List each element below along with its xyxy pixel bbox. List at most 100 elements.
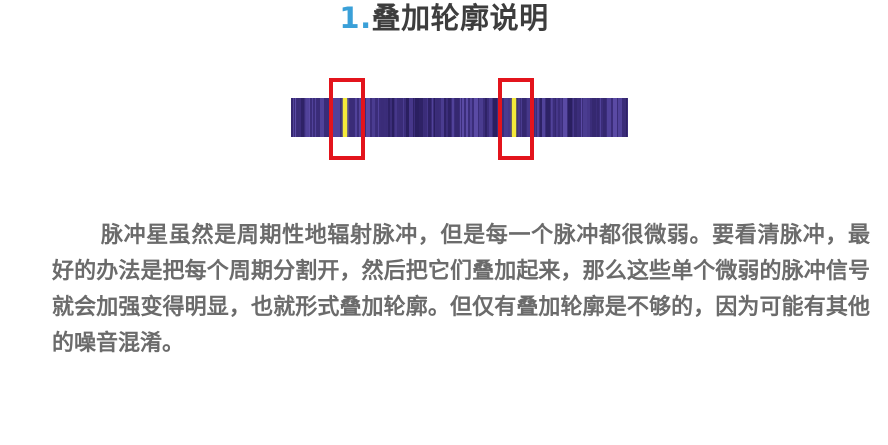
- noise-stripe: [546, 98, 550, 137]
- noise-stripe: [560, 98, 562, 137]
- noise-stripe: [413, 98, 414, 137]
- noise-stripe: [626, 98, 627, 137]
- noise-stripe: [333, 98, 337, 137]
- noise-stripe: [489, 98, 492, 137]
- noise-stripe: [452, 98, 454, 137]
- noise-stripe: [415, 98, 419, 137]
- noise-stripe: [355, 98, 357, 137]
- noise-stripe: [504, 98, 508, 137]
- noise-stripe: [350, 98, 354, 137]
- noise-stripe: [581, 98, 582, 137]
- noise-stripe: [381, 98, 384, 137]
- noise-stripe: [537, 98, 539, 137]
- noise-stripe: [359, 98, 361, 137]
- noise-stripe: [406, 98, 409, 137]
- noise-stripe: [432, 98, 433, 137]
- noise-stripe: [551, 98, 552, 137]
- noise-stripe: [403, 98, 404, 137]
- noise-stripe: [427, 98, 428, 137]
- pulse-stripe-2: [512, 98, 516, 137]
- noise-stripe: [579, 98, 581, 137]
- noise-stripe: [583, 98, 587, 137]
- body-paragraph: 脉冲星虽然是周期性地辐射脉冲，但是每一个脉冲都很微弱。要看清脉冲，最好的办法是把…: [52, 223, 870, 356]
- noise-stripe: [448, 98, 449, 137]
- noise-stripe: [366, 98, 370, 137]
- section-title: 叠加轮廓说明: [371, 1, 549, 35]
- noise-stripe: [622, 98, 626, 137]
- noise-stripe: [470, 98, 472, 137]
- noise-stripe: [315, 98, 316, 137]
- noise-stripe: [386, 98, 387, 137]
- pulse-stripe-1: [343, 98, 347, 137]
- noise-stripe: [568, 98, 572, 137]
- noise-stripe: [378, 98, 379, 137]
- noise-stripe: [540, 98, 542, 137]
- noise-stripe: [552, 98, 553, 137]
- noise-stripe: [434, 98, 435, 137]
- noise-stripe: [392, 98, 394, 137]
- noise-stripe: [607, 98, 610, 137]
- noise-stripe: [527, 98, 531, 137]
- noise-stripe: [618, 98, 622, 137]
- noise-stripe: [320, 98, 324, 137]
- noise-stripe: [587, 98, 590, 137]
- pulse-strip-figure: [291, 78, 628, 160]
- noise-stripe: [514, 98, 518, 137]
- noise-stripe: [295, 98, 296, 137]
- noise-stripe: [421, 98, 423, 137]
- noise-stripe: [337, 98, 340, 137]
- noise-stripe: [493, 98, 497, 137]
- noise-stripe: [455, 98, 459, 137]
- noise-stripe: [424, 98, 425, 137]
- noise-stripe: [293, 98, 294, 137]
- noise-stripe: [301, 98, 304, 137]
- noise-stripe: [521, 98, 522, 137]
- noise-stripe: [376, 98, 377, 137]
- noise-stripe: [555, 98, 556, 137]
- noise-stripe: [306, 98, 309, 137]
- noise-stripe: [535, 98, 536, 137]
- noise-stripe: [312, 98, 313, 137]
- noise-stripe: [610, 98, 611, 137]
- noise-stripe: [592, 98, 596, 137]
- noise-stripe: [297, 98, 299, 137]
- noise-stripe: [399, 98, 403, 137]
- noise-stripe: [291, 98, 293, 137]
- noise-stripe: [613, 98, 617, 137]
- noise-stripe: [466, 98, 468, 137]
- noise-stripe: [372, 98, 375, 137]
- pulse-highlight-box-2: [498, 78, 534, 160]
- noise-stripe: [409, 98, 413, 137]
- noise-stripe: [508, 98, 511, 137]
- noise-stripe: [563, 98, 567, 137]
- noise-stripe: [462, 98, 464, 137]
- noise-stripe: [479, 98, 483, 137]
- noise-stripe: [603, 98, 606, 137]
- noise-stripe: [347, 98, 349, 137]
- pulse-highlight-box-1: [329, 78, 365, 160]
- noise-stripe: [597, 98, 599, 137]
- noise-stripe: [460, 98, 461, 137]
- section-heading: 1.叠加轮廓说明: [0, 0, 888, 36]
- noise-stripe: [428, 98, 431, 137]
- noise-stripe: [542, 98, 545, 137]
- noise-stripe: [444, 98, 446, 137]
- noise-stripe: [474, 98, 478, 137]
- noise-stripe: [574, 98, 577, 137]
- noise-stripe: [502, 98, 503, 137]
- noise-stripe: [449, 98, 451, 137]
- noise-stripe: [441, 98, 444, 137]
- section-number: 1.: [339, 1, 372, 35]
- noise-stripe: [522, 98, 526, 137]
- noise-stripe: [324, 98, 327, 137]
- noise-stripe: [395, 98, 397, 137]
- noise-stripe: [317, 98, 320, 137]
- noise-stripe: [485, 98, 487, 137]
- noise-stripe: [518, 98, 520, 137]
- noise-stripe: [305, 98, 306, 137]
- noise-stripe: [600, 98, 601, 137]
- noise-stripe: [309, 98, 310, 137]
- noise-stripe: [388, 98, 390, 137]
- noise-stripe: [573, 98, 574, 137]
